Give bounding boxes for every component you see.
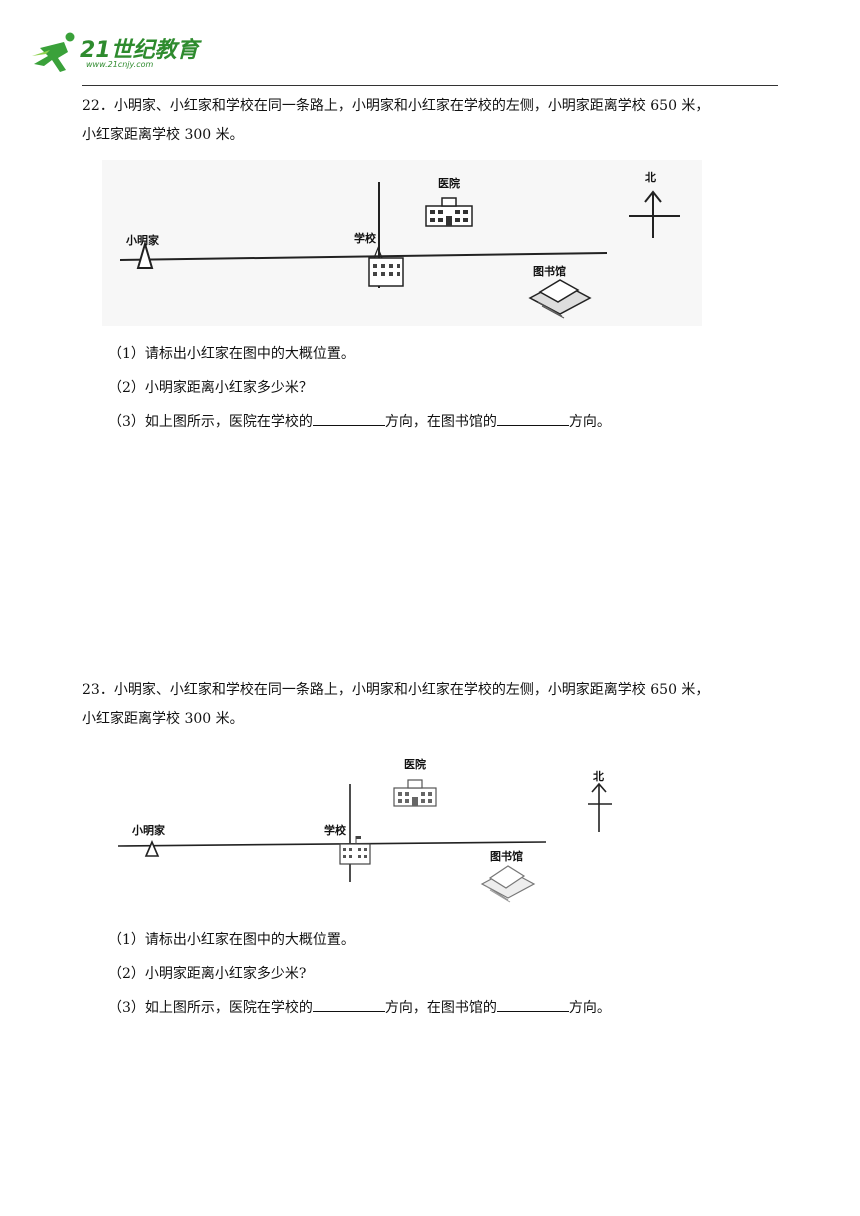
answer-blank[interactable] <box>496 997 569 1012</box>
question-22-stem-line2: 小红家距离学校 300 米。 <box>82 127 244 143</box>
question-23-stem: 23．小明家、小红家和学校在同一条路上，小明家和小红家在学校的左侧，小明家距离学… <box>82 676 782 734</box>
school-building-icon <box>339 836 371 865</box>
answer-blank[interactable] <box>312 411 385 426</box>
page-header: 21世纪教育 www.21cnjy.com <box>0 0 860 88</box>
question-22-sub3-part2: 方向，在图书馆的 <box>384 414 497 430</box>
question-23-sub3-part1: （3）如上图所示，医院在学校的 <box>108 1000 313 1016</box>
question-23-sub3-part3: 方向。 <box>568 1000 611 1016</box>
question-23-stem-line2: 小红家距离学校 300 米。 <box>82 711 244 727</box>
logo-text: 21世纪教育 <box>80 38 199 63</box>
question-22-sub3-part3: 方向。 <box>568 414 611 430</box>
north-label: 北 <box>593 770 604 783</box>
road-line <box>117 841 547 847</box>
answer-blank[interactable] <box>312 997 385 1012</box>
logo: 21世纪教育 www.21cnjy.com <box>30 30 200 78</box>
question-23-sub3-part2: 方向，在图书馆的 <box>384 1000 497 1016</box>
road-line <box>119 252 608 261</box>
school-label: 学校 <box>354 232 376 245</box>
answer-blank[interactable] <box>496 411 569 426</box>
question-22-map-figure: 小明家 学校 医院 图书馆 北 <box>102 160 702 326</box>
hospital-label: 医院 <box>404 758 426 771</box>
north-arrow-icon <box>588 782 612 832</box>
north-arrow-icon <box>629 190 680 238</box>
question-22-sub3: （3）如上图所示，医院在学校的 方向，在图书馆的 方向。 <box>108 411 611 431</box>
school-label: 学校 <box>324 824 346 837</box>
home-label: 小明家 <box>126 234 159 247</box>
school-building-icon <box>368 246 404 287</box>
library-building-icon <box>528 279 592 319</box>
logo-url: www.21cnjy.com <box>86 60 154 69</box>
home-triangle-icon <box>144 839 160 857</box>
question-23-stem-line1: 23．小明家、小红家和学校在同一条路上，小明家和小红家在学校的左侧，小明家距离学… <box>82 682 710 698</box>
question-23-sub2: （2）小明家距离小红家多少米? <box>108 966 307 982</box>
question-22-sub2: （2）小明家距离小红家多少米？ <box>108 380 313 396</box>
hospital-label: 医院 <box>438 177 460 190</box>
home-label: 小明家 <box>132 824 165 837</box>
runner-logo-icon <box>32 32 75 72</box>
map-drawing <box>117 779 612 903</box>
header-divider <box>82 85 778 86</box>
question-23-sub1: （1）请标出小红家在图中的大概位置。 <box>108 932 355 948</box>
map-drawing <box>119 182 680 319</box>
north-label: 北 <box>645 171 656 184</box>
library-building-icon <box>480 865 536 903</box>
hospital-building-icon <box>393 779 437 807</box>
question-23-sub3: （3）如上图所示，医院在学校的 方向，在图书馆的 方向。 <box>108 997 611 1017</box>
library-label: 图书馆 <box>533 265 566 278</box>
question-22-stem-line1: 22．小明家、小红家和学校在同一条路上，小明家和小红家在学校的左侧，小明家距离学… <box>82 98 710 114</box>
library-label: 图书馆 <box>490 850 523 863</box>
home-triangle-icon <box>136 240 154 269</box>
hospital-building-icon <box>425 197 473 227</box>
question-23-map-figure: 小明家 学校 医院 图书馆 北 <box>110 752 650 912</box>
question-22-sub1: （1）请标出小红家在图中的大概位置。 <box>108 346 355 362</box>
question-22-sub3-part1: （3）如上图所示，医院在学校的 <box>108 414 313 430</box>
question-22-stem: 22．小明家、小红家和学校在同一条路上，小明家和小红家在学校的左侧，小明家距离学… <box>82 92 782 150</box>
